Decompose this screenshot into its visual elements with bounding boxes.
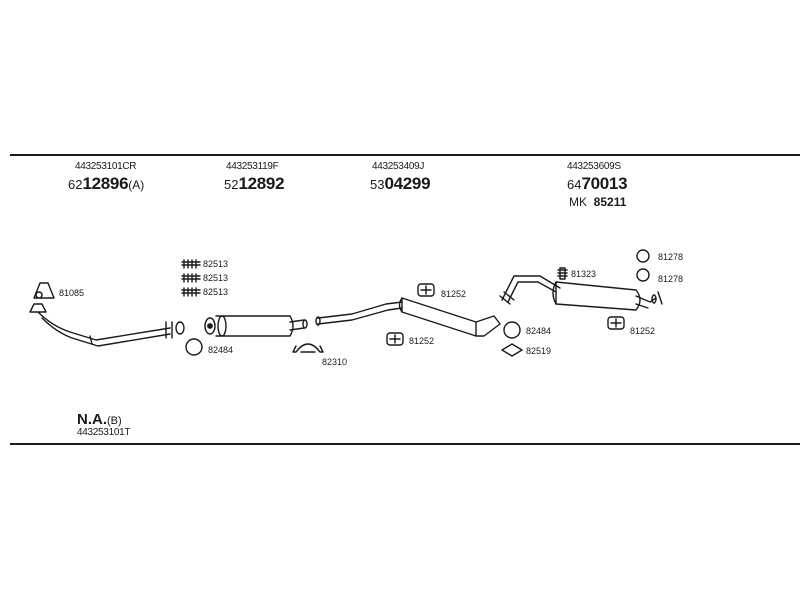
article-number-rear-silencer: 6470013 — [567, 174, 628, 194]
gasket-icon — [501, 343, 523, 357]
callout-82513-2: 82513 — [203, 273, 228, 283]
mounting-kit: MK 85211 — [569, 195, 626, 209]
middle-silencer-shape — [315, 297, 501, 337]
callout-82310: 82310 — [322, 357, 347, 367]
article-prefix: 64 — [567, 177, 582, 192]
article-number: 12892 — [238, 174, 285, 193]
rubber-mount-icon-1 — [417, 283, 435, 297]
callout-82513-1: 82513 — [203, 259, 228, 269]
callout-81252-3: 81252 — [630, 326, 655, 336]
callout-81252-2: 81252 — [409, 336, 434, 346]
oe-number-front-silencer: 443253119F — [226, 161, 279, 172]
mounting-kit-number: 85211 — [593, 195, 627, 209]
not-available-label: N.A. — [77, 411, 107, 428]
top-divider — [10, 154, 800, 156]
article-number-front-pipe: 6212896(A) — [68, 174, 144, 194]
callout-81278-1: 81278 — [658, 252, 683, 262]
pipe-clamp-icon — [292, 343, 324, 353]
article-number: 12896 — [82, 174, 129, 193]
rubber-mount-icon-3 — [607, 316, 625, 330]
callout-81278-2: 81278 — [658, 274, 683, 284]
callout-82513-3: 82513 — [203, 287, 228, 297]
callout-82484-1: 82484 — [208, 345, 233, 355]
article-number-front-silencer: 5212892 — [224, 174, 285, 194]
not-available-suffix: (B) — [107, 415, 122, 427]
spring-icon-2 — [181, 273, 201, 283]
oe-number-front-pipe: 443253101CR — [75, 161, 137, 172]
callout-82519: 82519 — [526, 346, 551, 356]
front-pipe-shape — [29, 303, 185, 347]
article-suffix: (A) — [128, 178, 145, 192]
spring-icon-1 — [181, 259, 201, 269]
ring-icon-1 — [636, 249, 650, 263]
spring-icon-3 — [181, 287, 201, 297]
ring-icon-2 — [636, 268, 650, 282]
bolt-icon — [557, 267, 568, 280]
callout-81085: 81085 — [59, 288, 84, 298]
ring-gasket-icon-2 — [503, 321, 521, 339]
article-number: 70013 — [581, 174, 628, 193]
not-available-note: N.A.(B) — [77, 411, 122, 428]
front-silencer-shape — [204, 315, 308, 337]
rear-silencer-shape — [499, 275, 663, 311]
article-number: 04299 — [384, 174, 431, 193]
oe-number-rear-silencer: 443253609S — [567, 161, 621, 172]
oe-number-middle-silencer: 443253409J — [372, 161, 425, 172]
callout-81252-1: 81252 — [441, 289, 466, 299]
callout-81323: 81323 — [571, 269, 596, 279]
mounting-kit-label: MK — [569, 195, 587, 209]
article-prefix: 53 — [370, 177, 385, 192]
flange-gasket-icon — [33, 282, 55, 299]
not-available-oe-number: 443253101T — [77, 427, 131, 438]
rubber-mount-icon-2 — [386, 332, 404, 346]
bottom-divider — [10, 443, 800, 445]
article-prefix: 62 — [68, 177, 83, 192]
ring-gasket-icon-1 — [185, 338, 203, 356]
article-prefix: 52 — [224, 177, 239, 192]
callout-82484-2: 82484 — [526, 326, 551, 336]
article-number-middle-silencer: 5304299 — [370, 174, 431, 194]
